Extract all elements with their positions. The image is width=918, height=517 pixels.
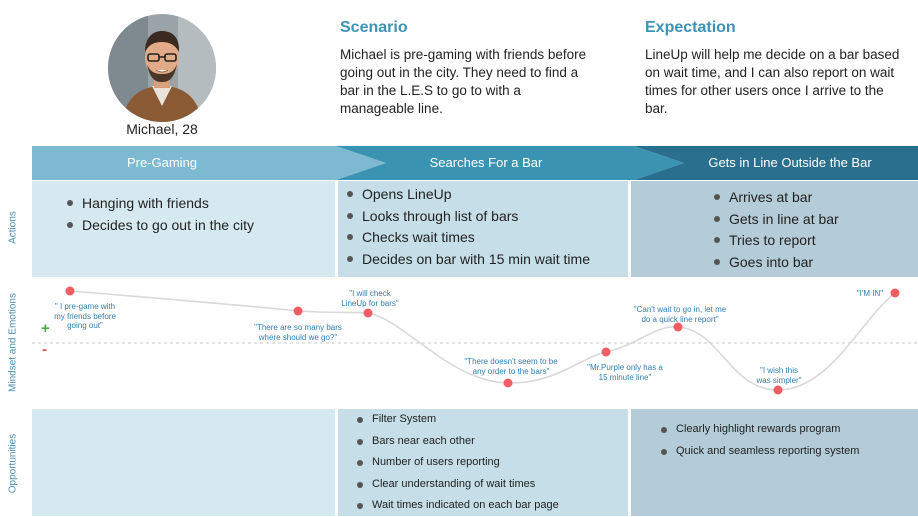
- positive-marker: +: [41, 320, 50, 337]
- opportunities-cell-1: [32, 409, 335, 516]
- opportunities-cell-3: [631, 409, 918, 516]
- list-item: Bars near each other: [357, 431, 559, 453]
- emotion-point-3: [363, 308, 373, 318]
- actions-cell-3: [631, 181, 918, 277]
- expectation-text: LineUp will help me decide on a bar base…: [645, 47, 900, 116]
- list-item: Number of users reporting: [357, 452, 559, 474]
- actions-list-3: Arrives at bar Gets in line at bar Tries…: [714, 187, 839, 273]
- phase-arrow-3: [634, 146, 918, 180]
- list-item: Wait times indicated on each bar page: [357, 495, 559, 517]
- emotion-quote-5: "Mr.Purple only has a 15 minute line": [587, 363, 663, 382]
- persona-photo: [108, 14, 216, 122]
- list-item: Checks wait times: [347, 227, 590, 249]
- list-item: Gets in line at bar: [714, 209, 839, 231]
- list-item: Decides on bar with 15 min wait time: [347, 249, 590, 271]
- emotion-quote-3: "I will check LineUp for bars": [341, 289, 399, 308]
- persona-avatar: [108, 14, 216, 122]
- phase-label-2: Searches For a Bar: [429, 155, 543, 170]
- list-item: Goes into bar: [714, 252, 839, 274]
- list-item: Hanging with friends: [67, 193, 254, 215]
- emotion-point-5: [601, 347, 611, 357]
- emotion-point-6: [673, 322, 683, 332]
- opportunities-list-3: Clearly highlight rewards program Quick …: [661, 419, 859, 462]
- actions-cell-2: [338, 181, 628, 277]
- scenario-title: Scenario: [340, 19, 408, 36]
- actions-list-1: Hanging with friends Decides to go out i…: [67, 193, 254, 236]
- list-item: Clearly highlight rewards program: [661, 419, 859, 441]
- actions-cell-1: [32, 181, 335, 277]
- opportunities-cell-2: [338, 409, 628, 516]
- list-item: Opens LineUp: [347, 184, 590, 206]
- list-item: Tries to report: [714, 230, 839, 252]
- list-item: Decides to go out in the city: [67, 215, 254, 237]
- emotion-quote-7: "I wish this was simpler": [756, 366, 802, 385]
- emotion-point-4: [503, 378, 513, 388]
- persona-name: Michael, 28: [126, 121, 198, 137]
- emotion-point-8: [890, 288, 900, 298]
- phase-label-1: Pre-Gaming: [126, 155, 198, 170]
- list-item: Quick and seamless reporting system: [661, 441, 859, 463]
- list-item: Arrives at bar: [714, 187, 839, 209]
- emotion-points: [65, 286, 900, 395]
- emotion-point-1: [65, 286, 75, 296]
- emotion-quote-4: "There doesn't seem to be any order to t…: [464, 357, 558, 376]
- expectation-title: Expectation: [645, 19, 736, 36]
- emotion-quote-6: "Can't wait to go in, let me do a quick …: [633, 305, 727, 324]
- actions-list-2: Opens LineUp Looks through list of bars …: [347, 184, 590, 270]
- emotion-point-2: [293, 306, 303, 316]
- negative-marker: -: [42, 341, 47, 358]
- emotion-quote-1: " I pre-game with my friends before goin…: [54, 302, 116, 330]
- opportunities-list-2: Filter System Bars near each other Numbe…: [357, 409, 559, 517]
- emotion-point-7: [773, 385, 783, 395]
- emotion-quote-2: "There are so many bars where should we …: [254, 323, 342, 342]
- phase-label-3: Gets in Line Outside the Bar: [708, 155, 872, 170]
- list-item: Filter System: [357, 409, 559, 431]
- emotion-quote-8: "I'M IN": [856, 289, 884, 298]
- scenario-text: Michael is pre-gaming with friends befor…: [340, 47, 587, 116]
- phase-arrow-1: [32, 146, 386, 180]
- list-item: Clear understanding of wait times: [357, 474, 559, 496]
- phase-arrow-2: [336, 146, 684, 180]
- list-item: Looks through list of bars: [347, 206, 590, 228]
